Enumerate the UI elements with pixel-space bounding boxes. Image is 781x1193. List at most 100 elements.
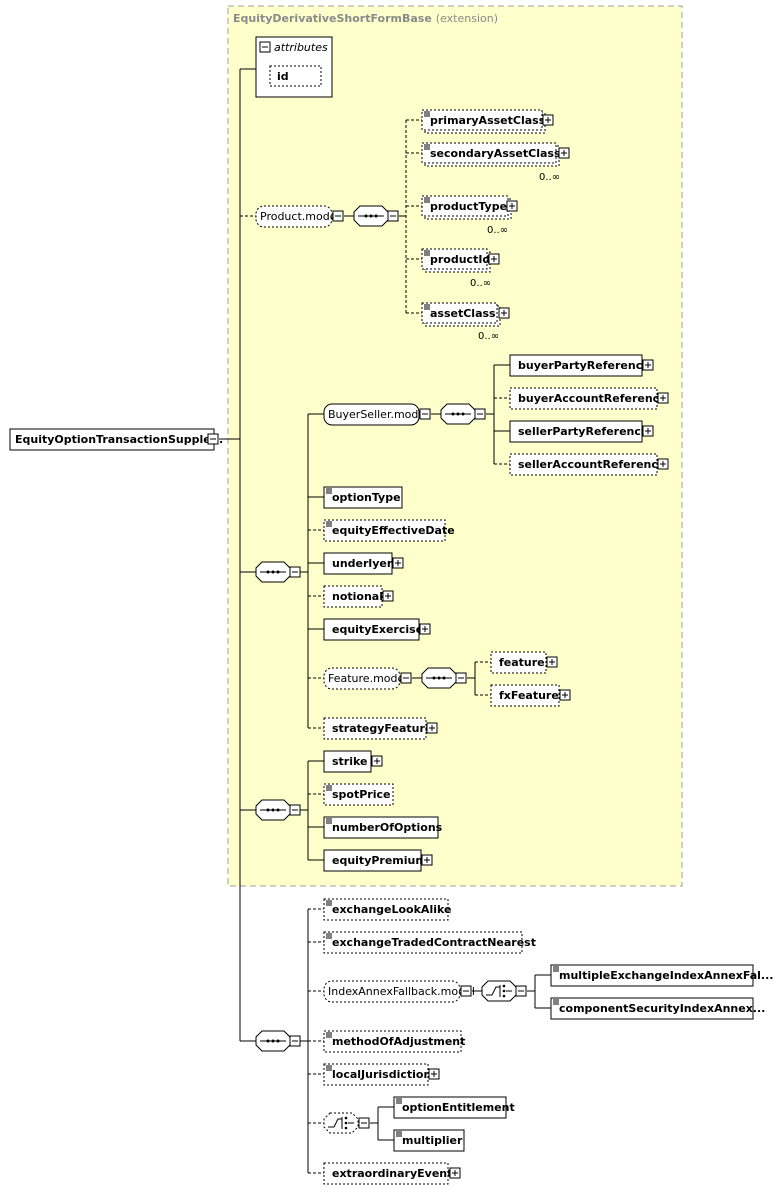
expand-buyer-party-reference-button[interactable] (642, 359, 654, 371)
price-sequence-compositor (255, 799, 291, 821)
buyer-seller-sequence-collapse-toggle[interactable] (474, 408, 486, 420)
product-model-label: Product.model (260, 210, 340, 223)
index-annex-choice-collapse-toggle[interactable] (515, 985, 527, 997)
svg-text:EquityDerivativeShortFormBase(: EquityDerivativeShortFormBase(extension) (233, 12, 498, 25)
expand-notional-button[interactable] (382, 590, 394, 602)
element-fx-feature[interactable]: fxFeature (490, 684, 560, 707)
option-sequence-collapse-toggle[interactable] (289, 566, 301, 578)
element-asset-class[interactable]: assetClass 0..∞ (421, 302, 501, 342)
expand-seller-party-reference-button[interactable] (642, 425, 654, 437)
element-seller-party-reference[interactable]: sellerPartyReference (509, 420, 648, 443)
element-equity-exercise[interactable]: equityExercise (323, 618, 423, 641)
element-secondary-asset-class[interactable]: secondaryAssetClass 0..∞ (421, 142, 561, 183)
element-exchange-traded-contract-nearest[interactable]: exchangeTradedContractNearest (323, 931, 536, 954)
product-sequence-collapse-toggle[interactable] (387, 210, 399, 222)
element-local-jurisdiction[interactable]: localJurisdiction (323, 1063, 431, 1086)
element-buyer-account-reference[interactable]: buyerAccountReference (509, 387, 667, 410)
attributes-collapse-toggle[interactable] (259, 41, 271, 53)
element-feature[interactable]: feature (490, 651, 547, 674)
entitlement-choice-collapse-toggle[interactable] (358, 1117, 370, 1129)
expand-strike-button[interactable] (371, 755, 383, 767)
text-content-icon (396, 1131, 402, 1137)
text-content-icon (424, 144, 430, 150)
element-strategy-feature[interactable]: strategyFeature (323, 717, 432, 740)
product-model-collapse-toggle[interactable] (332, 210, 344, 222)
attributes-label: attributes (274, 41, 328, 54)
element-label: notional (332, 590, 383, 603)
text-content-icon (553, 999, 559, 1005)
element-underlyer[interactable]: underlyer (323, 552, 393, 575)
element-multiple-exchange-index-annex-fallback[interactable]: multipleExchangeIndexAnnexFal... (550, 964, 773, 987)
element-equity-effective-date[interactable]: equityEffectiveDate (323, 519, 455, 542)
attribute-id[interactable]: id (269, 65, 322, 87)
feature-sequence-compositor (421, 667, 457, 689)
expand-equity-premium-button[interactable] (421, 854, 433, 866)
element-component-security-index-annex[interactable]: componentSecurityIndexAnnex... (550, 997, 765, 1020)
feature-sequence-collapse-toggle[interactable] (455, 672, 467, 684)
element-exchange-look-alike[interactable]: exchangeLookAlike (323, 898, 451, 921)
expand-fx-feature-button[interactable] (559, 689, 571, 701)
transaction-sequence-compositor (255, 1030, 291, 1052)
element-product-id[interactable]: productId 0..∞ (421, 248, 491, 289)
index-annex-fallback-model-collapse-toggle[interactable] (460, 985, 472, 997)
root-collapse-toggle[interactable] (207, 433, 219, 445)
transaction-sequence-collapse-toggle[interactable] (289, 1035, 301, 1047)
element-label: assetClass (430, 307, 496, 320)
expand-product-type-button[interactable] (506, 200, 518, 212)
element-label: optionType (332, 491, 401, 504)
element-strike[interactable]: strike (323, 750, 372, 773)
element-spot-price[interactable]: spotPrice (323, 783, 394, 806)
product-sequence-compositor (353, 205, 389, 227)
buyer-seller-model-collapse-toggle[interactable] (419, 408, 431, 420)
expand-local-jurisdiction-button[interactable] (428, 1068, 440, 1080)
element-method-of-adjustment[interactable]: methodOfAdjustment (323, 1030, 465, 1053)
expand-product-id-button[interactable] (488, 253, 500, 265)
index-annex-fallback-model-group[interactable]: IndexAnnexFallback.model (323, 980, 475, 1003)
expand-extraordinary-events-button[interactable] (449, 1167, 461, 1179)
root-element[interactable]: EquityOptionTransactionSupple... (9, 428, 223, 451)
buyer-seller-sequence-compositor (440, 403, 476, 425)
expand-feature-button[interactable] (546, 656, 558, 668)
expand-secondary-asset-class-button[interactable] (558, 147, 570, 159)
element-label: spotPrice (332, 788, 390, 801)
feature-model-group[interactable]: Feature.model (323, 667, 407, 690)
product-model-group[interactable]: Product.model (255, 205, 340, 228)
element-label: sellerPartyReference (518, 425, 648, 438)
element-option-type[interactable]: optionType (323, 486, 403, 509)
element-notional[interactable]: notional (323, 585, 383, 608)
expand-underlyer-button[interactable] (392, 557, 404, 569)
buyer-seller-model-group[interactable]: BuyerSeller.model (323, 403, 428, 426)
expand-seller-account-reference-button[interactable] (657, 458, 669, 470)
element-seller-account-reference[interactable]: sellerAccountReference (509, 453, 665, 476)
text-content-icon (326, 818, 332, 824)
element-number-of-options[interactable]: numberOfOptions (323, 816, 443, 839)
element-label: extraordinaryEvents (332, 1167, 459, 1180)
element-label: localJurisdiction (332, 1068, 431, 1081)
element-label: equityPremium (332, 854, 427, 867)
text-content-icon (424, 111, 430, 117)
element-extraordinary-events[interactable]: extraordinaryEvents (323, 1162, 459, 1185)
text-content-icon (326, 1032, 332, 1038)
element-primary-asset-class[interactable]: primaryAssetClass (421, 109, 546, 134)
price-sequence-collapse-toggle[interactable] (289, 804, 301, 816)
expand-primary-asset-class-button[interactable] (542, 114, 554, 126)
element-label: underlyer (332, 557, 393, 570)
element-label: fxFeature (499, 689, 559, 702)
element-label: strategyFeature (332, 722, 432, 735)
expand-equity-exercise-button[interactable] (419, 623, 431, 635)
attributes-group: attributes id (255, 36, 333, 98)
element-buyer-party-reference[interactable]: buyerPartyReference (509, 354, 650, 377)
element-option-entitlement[interactable]: optionEntitlement (393, 1096, 515, 1119)
element-multiplier[interactable]: multiplier (393, 1129, 465, 1152)
occurrence-label: 0..∞ (478, 331, 499, 342)
element-label: exchangeTradedContractNearest (332, 936, 536, 949)
text-content-icon (424, 197, 430, 203)
element-equity-premium[interactable]: equityPremium (323, 849, 427, 872)
expand-buyer-account-reference-button[interactable] (657, 392, 669, 404)
feature-model-collapse-toggle[interactable] (400, 672, 412, 684)
expand-asset-class-button[interactable] (498, 307, 510, 319)
element-label: methodOfAdjustment (332, 1035, 465, 1048)
expand-strategy-feature-button[interactable] (426, 722, 438, 734)
index-annex-fallback-model-label: IndexAnnexFallback.model (328, 985, 475, 998)
